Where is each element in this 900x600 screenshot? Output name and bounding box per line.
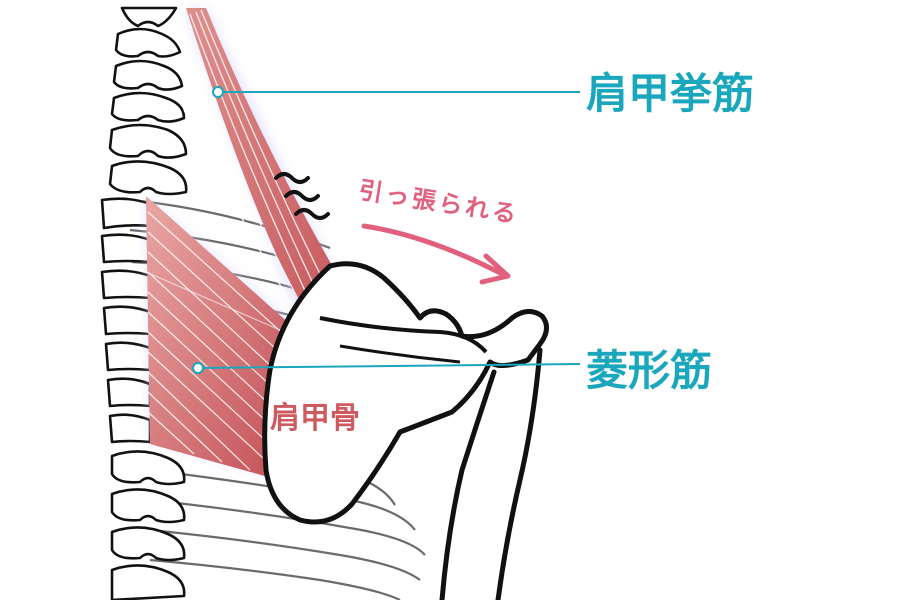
rhomboid-muscle: [145, 196, 292, 478]
humerus-bone: [439, 347, 543, 600]
levator-scapulae-muscle: [183, 8, 338, 319]
levator-scapulae-label: 肩甲挙筋: [586, 69, 755, 118]
levator-marker-dot: [212, 86, 224, 98]
spine: [100, 6, 188, 600]
leader-lines: [197, 91, 581, 369]
rhomboid-marker-dot: [192, 362, 204, 374]
pull-arrow-icon: [361, 223, 511, 285]
scapula-label: 肩甲骨: [270, 401, 360, 436]
tension-squiggle-icon: [274, 172, 330, 220]
rhomboid-label: 菱形筋: [586, 346, 713, 395]
